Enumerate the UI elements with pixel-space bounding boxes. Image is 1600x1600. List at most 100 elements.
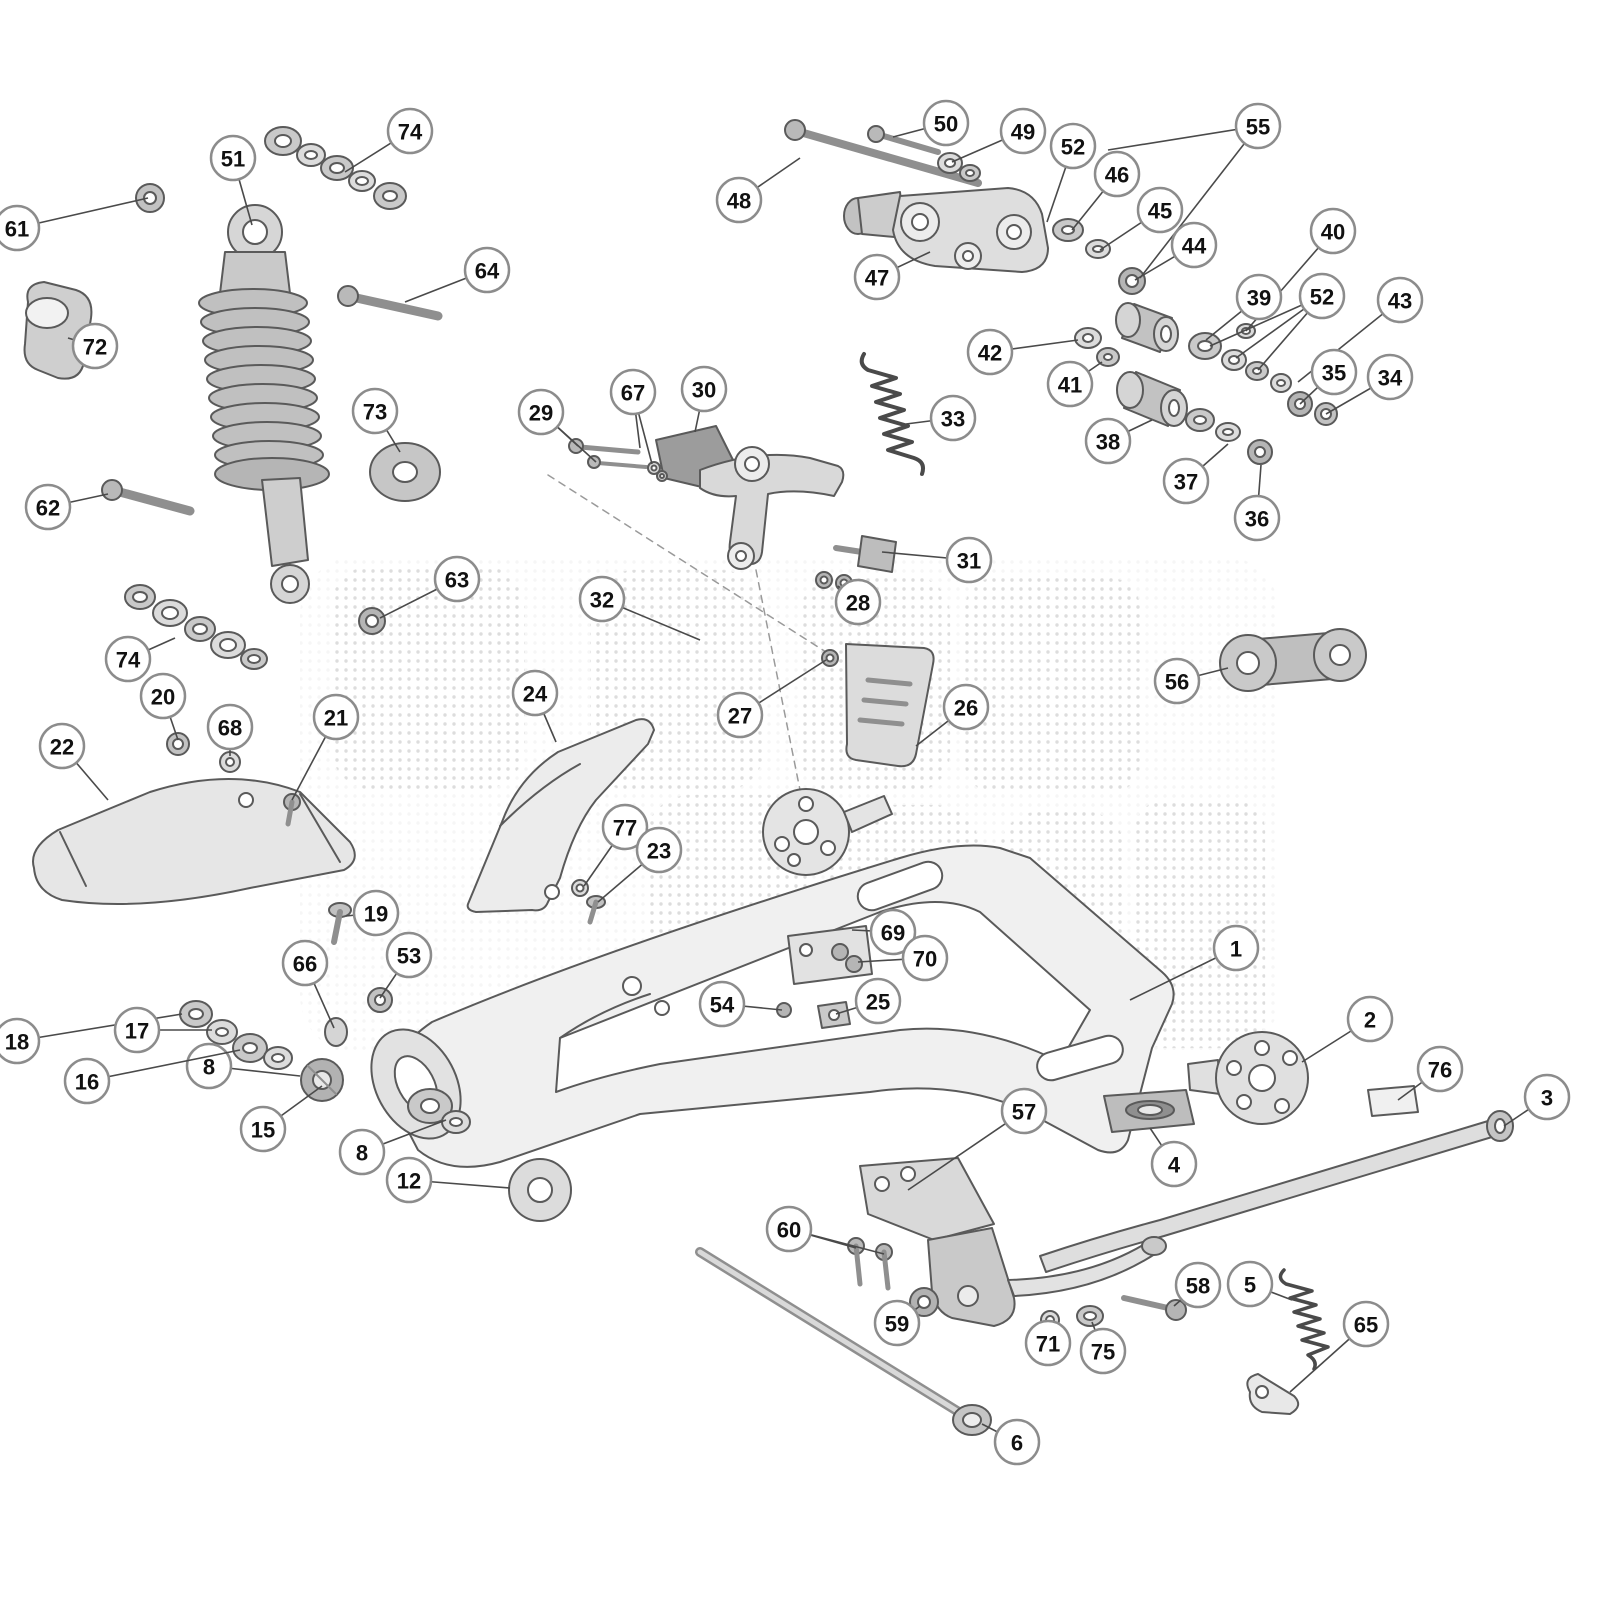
- callout-56[interactable]: 56: [1153, 657, 1229, 705]
- callout-35[interactable]: 35: [1299, 348, 1358, 405]
- callout-31[interactable]: 31: [881, 536, 993, 584]
- callout-32[interactable]: 32: [578, 575, 701, 641]
- callout-65[interactable]: 65: [1289, 1300, 1390, 1393]
- callout-bubble-74b: [104, 635, 152, 683]
- callout-59[interactable]: 59: [873, 1299, 921, 1347]
- callout-30[interactable]: 30: [680, 365, 728, 433]
- callout-71[interactable]: 71: [1024, 1319, 1072, 1367]
- pivot-axle-bolt: [695, 1247, 992, 1436]
- svg-text:4: 4: [1168, 1153, 1181, 1178]
- callout-73[interactable]: 73: [351, 387, 401, 453]
- callout-36[interactable]: 36: [1233, 464, 1281, 542]
- stopper-bolt: [833, 535, 897, 573]
- callout-5[interactable]: 5: [1226, 1260, 1293, 1308]
- svg-text:16: 16: [75, 1070, 99, 1095]
- callout-50[interactable]: 50: [892, 99, 970, 147]
- callout-16[interactable]: 16: [63, 1049, 241, 1105]
- callout-bubble-18: [0, 1017, 41, 1065]
- stand-spring: [1278, 1268, 1330, 1371]
- callout-38[interactable]: 38: [1084, 417, 1153, 465]
- callout-74b[interactable]: 74: [104, 635, 176, 683]
- callout-20[interactable]: 20: [139, 672, 187, 741]
- callout-60[interactable]: 60: [765, 1205, 885, 1255]
- svg-text:43: 43: [1388, 289, 1412, 314]
- callout-bubble-4: [1150, 1140, 1198, 1188]
- callout-3[interactable]: 3: [1503, 1073, 1571, 1127]
- callout-bubble-64: [463, 246, 511, 294]
- callout-2[interactable]: 2: [1301, 995, 1394, 1063]
- callout-42[interactable]: 42: [966, 328, 1079, 376]
- callout-27[interactable]: 27: [716, 659, 827, 739]
- callout-bubble-34: [1366, 353, 1414, 401]
- svg-text:53: 53: [397, 944, 421, 969]
- callout-33[interactable]: 33: [905, 394, 977, 442]
- callout-58[interactable]: 58: [1173, 1261, 1222, 1309]
- callout-bubble-50: [922, 99, 970, 147]
- svg-text:19: 19: [364, 902, 388, 927]
- callout-21[interactable]: 21: [291, 693, 360, 801]
- callout-49[interactable]: 49: [951, 107, 1047, 163]
- svg-text:42: 42: [978, 341, 1002, 366]
- callout-67[interactable]: 67: [609, 368, 657, 465]
- callout-52b[interactable]: 52: [1209, 272, 1346, 371]
- callout-45[interactable]: 45: [1099, 186, 1184, 251]
- callout-24[interactable]: 24: [511, 669, 559, 743]
- callout-4[interactable]: 4: [1149, 1127, 1198, 1188]
- callout-17[interactable]: 17: [113, 1006, 212, 1054]
- callout-74a[interactable]: 74: [344, 107, 434, 173]
- svg-text:71: 71: [1036, 1332, 1060, 1357]
- callout-26[interactable]: 26: [915, 683, 990, 747]
- callout-28[interactable]: 28: [834, 578, 882, 626]
- callout-64[interactable]: 64: [404, 246, 511, 303]
- callout-43[interactable]: 43: [1297, 276, 1424, 383]
- callout-22[interactable]: 22: [38, 722, 109, 801]
- callout-52a[interactable]: 52: [1046, 122, 1097, 223]
- callout-25[interactable]: 25: [835, 977, 902, 1025]
- callout-70[interactable]: 70: [857, 934, 949, 982]
- callout-57[interactable]: 57: [907, 1087, 1048, 1191]
- callout-48[interactable]: 48: [715, 157, 801, 224]
- callout-47[interactable]: 47: [853, 251, 931, 301]
- callout-12[interactable]: 12: [385, 1156, 511, 1204]
- callout-63[interactable]: 63: [379, 555, 481, 619]
- chain-guard-fin: [845, 643, 935, 768]
- callout-1[interactable]: 1: [1129, 924, 1260, 1001]
- callout-72[interactable]: 72: [67, 322, 119, 370]
- callout-62[interactable]: 62: [24, 483, 109, 531]
- callout-23[interactable]: 23: [597, 826, 683, 903]
- callout-46[interactable]: 46: [1071, 150, 1141, 231]
- callout-41[interactable]: 41: [1046, 360, 1103, 408]
- callout-bubble-54: [698, 980, 746, 1028]
- callout-8b[interactable]: 8: [338, 1119, 447, 1176]
- callout-68[interactable]: 68: [206, 703, 254, 756]
- side-stand-assembly: [859, 1157, 1167, 1327]
- svg-text:17: 17: [125, 1019, 149, 1044]
- callout-bubble-16: [63, 1057, 111, 1105]
- callout-29[interactable]: 29: [517, 388, 597, 463]
- callout-76[interactable]: 76: [1397, 1045, 1464, 1101]
- callout-bubble-19: [352, 889, 400, 937]
- callout-39[interactable]: 39: [1205, 273, 1283, 341]
- callout-6[interactable]: 6: [981, 1418, 1041, 1466]
- callout-15[interactable]: 15: [239, 1085, 323, 1153]
- svg-text:2: 2: [1364, 1008, 1376, 1033]
- svg-text:30: 30: [692, 378, 716, 403]
- callout-8a[interactable]: 8: [185, 1042, 301, 1090]
- callout-bubble-73: [351, 387, 399, 435]
- linkage-bolt-long: [784, 119, 982, 187]
- callout-77[interactable]: 77: [583, 803, 649, 887]
- callout-53[interactable]: 53: [379, 931, 433, 999]
- callout-69[interactable]: 69: [851, 908, 917, 956]
- callout-66[interactable]: 66: [281, 939, 335, 1029]
- callout-51[interactable]: 51: [209, 134, 257, 226]
- callout-55[interactable]: 55: [1107, 102, 1282, 279]
- callout-61[interactable]: 61: [0, 197, 149, 252]
- rubber-bushing: [369, 442, 441, 502]
- callout-44[interactable]: 44: [1134, 221, 1218, 281]
- callout-bubble-27: [716, 691, 764, 739]
- callout-34[interactable]: 34: [1325, 353, 1414, 415]
- callout-75[interactable]: 75: [1079, 1321, 1127, 1375]
- callout-19[interactable]: 19: [345, 889, 400, 937]
- callout-37[interactable]: 37: [1162, 443, 1229, 505]
- callout-54[interactable]: 54: [698, 980, 783, 1028]
